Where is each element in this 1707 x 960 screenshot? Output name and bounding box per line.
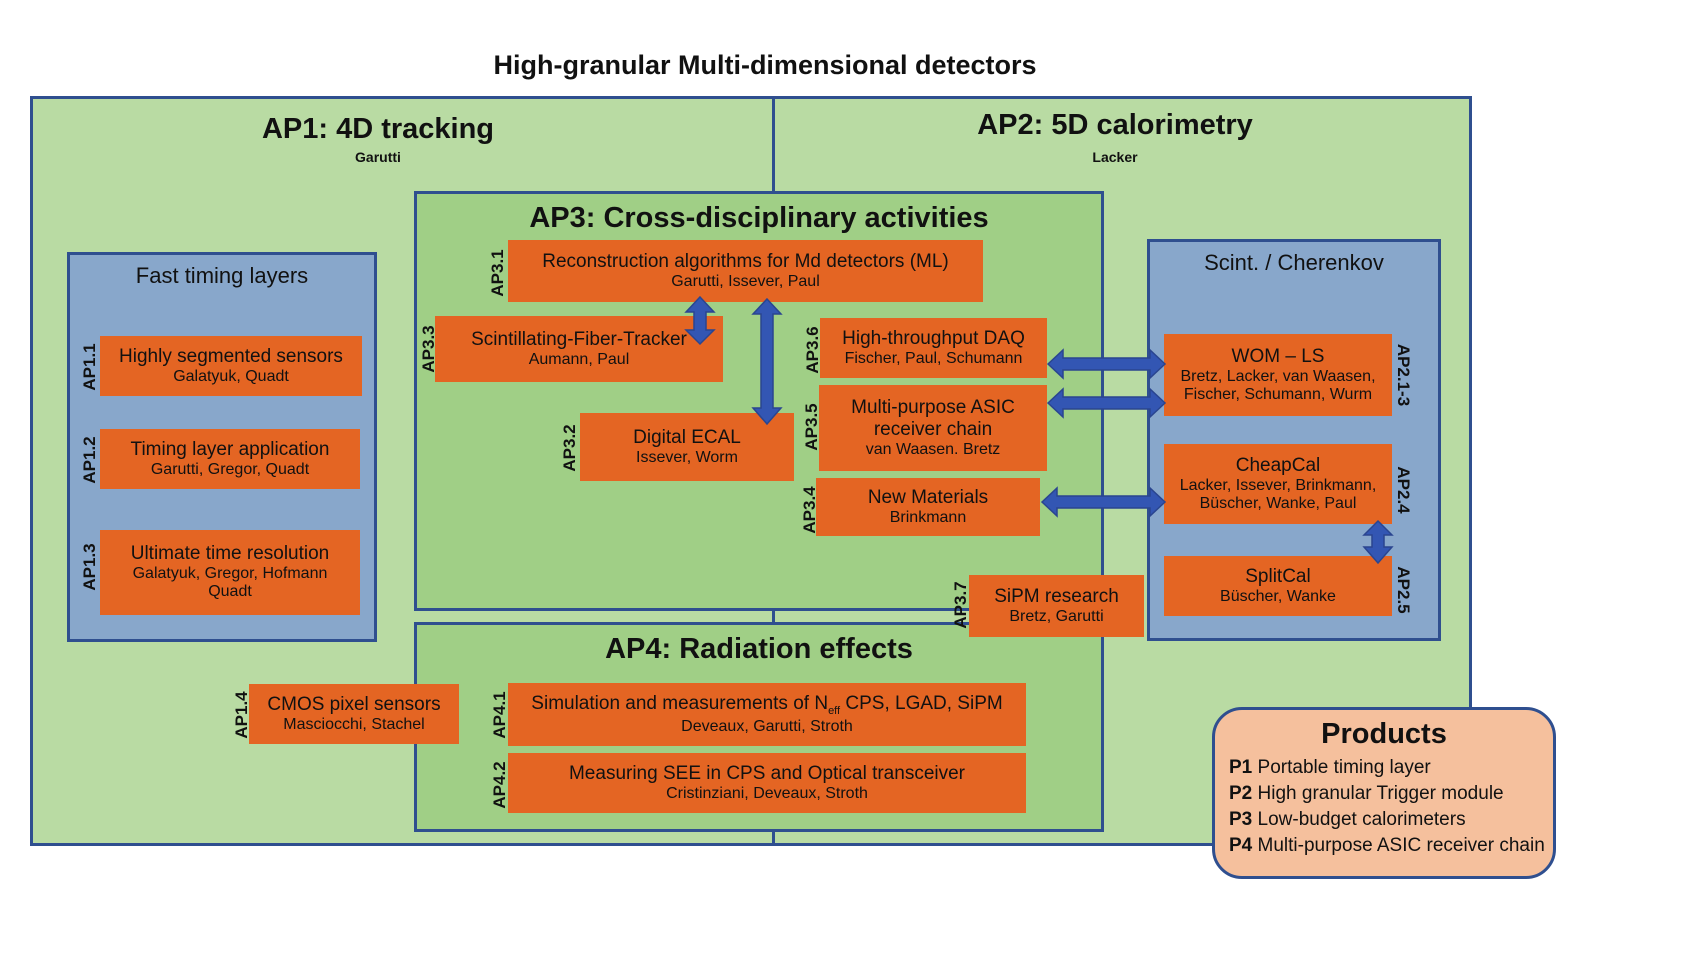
- task-names: Lacker, Issever, Brinkmann,: [1179, 476, 1377, 494]
- task-ap3-5[interactable]: Multi-purpose ASIC receiver chain van Wa…: [819, 385, 1047, 471]
- task-title: High-throughput DAQ: [842, 327, 1025, 349]
- task-id-ap1-4: AP1.4: [232, 691, 251, 739]
- task-ap2-5[interactable]: SplitCal Büscher, Wanke: [1164, 556, 1392, 616]
- task-names: Galatyuk, Gregor, Hofmann: [132, 565, 328, 583]
- task-id-ap3-3: AP3.3: [419, 325, 438, 373]
- task-ap1-4[interactable]: CMOS pixel sensors Masciocchi, Stachel: [249, 684, 459, 744]
- task-title: CheapCal: [1235, 454, 1321, 476]
- task-title-part: CPS, LGAD, SiPM: [840, 693, 1003, 715]
- products-panel: Products P1 Portable timing layer P2 Hig…: [1212, 707, 1556, 879]
- task-ap1-2[interactable]: Timing layer application Garutti, Gregor…: [100, 429, 360, 489]
- task-id-ap1-1: AP1.1: [80, 343, 99, 391]
- task-names: Masciocchi, Stachel: [283, 715, 425, 733]
- task-title-line2: receiver chain: [873, 418, 993, 440]
- task-ap4-1[interactable]: Simulation and measurements of Neff CPS,…: [508, 683, 1026, 746]
- task-title: Ultimate time resolution: [130, 543, 330, 565]
- task-names: Fischer, Paul, Schumann: [844, 349, 1023, 367]
- task-title: WOM – LS: [1231, 345, 1325, 367]
- task-id-ap2-4: AP2.4: [1394, 466, 1413, 514]
- task-title: SiPM research: [994, 585, 1119, 607]
- task-id-ap3-7: AP3.7: [951, 581, 970, 629]
- product-label: High granular Trigger module: [1257, 783, 1504, 804]
- products-title: Products: [1321, 718, 1447, 750]
- ap1-lead: Garutti: [355, 149, 401, 165]
- task-id-ap1-3: AP1.3: [80, 543, 99, 591]
- diagram-title: High-granular Multi-dimensional detector…: [493, 50, 1037, 80]
- task-ap1-1[interactable]: Highly segmented sensors Galatyuk, Quadt: [100, 336, 362, 396]
- product-label: Portable timing layer: [1257, 757, 1431, 778]
- task-title-part: Simulation and measurements of N: [531, 693, 829, 715]
- task-ap3-2[interactable]: Digital ECAL Issever, Worm: [580, 413, 794, 481]
- task-ap3-1[interactable]: Reconstruction algorithms for Md detecto…: [508, 240, 983, 302]
- product-item: P2 High granular Trigger module: [1229, 781, 1539, 807]
- scint-cherenkov-title: Scint. / Cherenkov: [1204, 250, 1384, 275]
- product-item: P3 Low-budget calorimeters: [1229, 807, 1539, 833]
- product-item: P4 Multi-purpose ASIC receiver chain: [1229, 833, 1545, 859]
- task-names-line2: Büscher, Wanke, Paul: [1199, 494, 1357, 512]
- task-title: SplitCal: [1245, 565, 1311, 587]
- task-ap3-6[interactable]: High-throughput DAQ Fischer, Paul, Schum…: [820, 318, 1047, 378]
- product-code: P2: [1229, 783, 1253, 804]
- task-ap2-1-3[interactable]: WOM – LS Bretz, Lacker, van Waasen, Fisc…: [1164, 334, 1392, 416]
- task-title: New Materials: [867, 486, 989, 508]
- task-names: Galatyuk, Quadt: [173, 367, 289, 385]
- task-title: Measuring SEE in CPS and Optical transce…: [568, 762, 965, 784]
- product-code: P3: [1229, 809, 1253, 830]
- task-names: Büscher, Wanke: [1220, 587, 1336, 605]
- task-names-line2: Quadt: [208, 583, 252, 601]
- product-label: Multi-purpose ASIC receiver chain: [1257, 835, 1545, 856]
- task-names: Garutti, Issever, Paul: [671, 272, 820, 290]
- task-ap4-2[interactable]: Measuring SEE in CPS and Optical transce…: [508, 753, 1026, 813]
- task-names: Cristinziani, Deveaux, Stroth: [666, 784, 868, 802]
- task-ap3-4[interactable]: New Materials Brinkmann: [816, 478, 1040, 536]
- task-names-line2: Fischer, Schumann, Wurm: [1183, 385, 1373, 403]
- task-names: Deveaux, Garutti, Stroth: [681, 717, 853, 735]
- task-names: Aumann, Paul: [528, 350, 630, 368]
- ap3-title: AP3: Cross-disciplinary activities: [529, 202, 989, 234]
- task-ap2-4[interactable]: CheapCal Lacker, Issever, Brinkmann, Büs…: [1164, 444, 1392, 524]
- task-id-ap3-4: AP3.4: [800, 486, 819, 534]
- fast-timing-title: Fast timing layers: [135, 263, 309, 288]
- task-ap3-7[interactable]: SiPM research Bretz, Garutti: [969, 575, 1144, 637]
- task-names: Bretz, Garutti: [1009, 607, 1104, 625]
- task-ap1-3[interactable]: Ultimate time resolution Galatyuk, Grego…: [100, 530, 360, 615]
- task-id-ap3-5: AP3.5: [802, 403, 821, 451]
- task-names: Issever, Worm: [636, 448, 738, 466]
- task-title: Multi-purpose ASIC: [851, 396, 1015, 418]
- task-id-ap2-1-3: AP2.1-3: [1394, 343, 1413, 407]
- ap2-lead: Lacker: [1092, 149, 1138, 165]
- product-label: Low-budget calorimeters: [1257, 809, 1466, 830]
- task-title: Simulation and measurements of Neff CPS,…: [531, 693, 1002, 717]
- task-title: CMOS pixel sensors: [267, 693, 441, 715]
- task-names: van Waasen. Bretz: [865, 440, 1001, 458]
- task-ap3-3[interactable]: Scintillating-Fiber-Tracker Aumann, Paul: [435, 316, 723, 382]
- task-names: Garutti, Gregor, Quadt: [150, 460, 310, 478]
- task-title: Timing layer application: [130, 438, 330, 460]
- task-id-ap4-2: AP4.2: [490, 761, 509, 809]
- task-id-ap3-2: AP3.2: [560, 424, 579, 472]
- ap2-title: AP2: 5D calorimetry: [977, 109, 1253, 141]
- task-title: Digital ECAL: [633, 426, 741, 448]
- ap4-title: AP4: Radiation effects: [605, 633, 913, 665]
- task-names: Brinkmann: [889, 508, 967, 526]
- task-id-ap2-5: AP2.5: [1394, 566, 1413, 614]
- ap1-title: AP1: 4D tracking: [261, 113, 495, 145]
- task-title: Highly segmented sensors: [119, 345, 343, 367]
- task-id-ap3-1: AP3.1: [488, 249, 507, 297]
- task-title: Reconstruction algorithms for Md detecto…: [542, 250, 949, 272]
- product-code: P4: [1229, 835, 1253, 856]
- task-id-ap1-2: AP1.2: [80, 436, 99, 484]
- product-code: P1: [1229, 757, 1253, 778]
- task-title-subscript: eff: [828, 704, 841, 717]
- task-title: Scintillating-Fiber-Tracker: [471, 328, 687, 350]
- product-item: P1 Portable timing layer: [1229, 755, 1539, 781]
- task-names: Bretz, Lacker, van Waasen,: [1180, 367, 1376, 385]
